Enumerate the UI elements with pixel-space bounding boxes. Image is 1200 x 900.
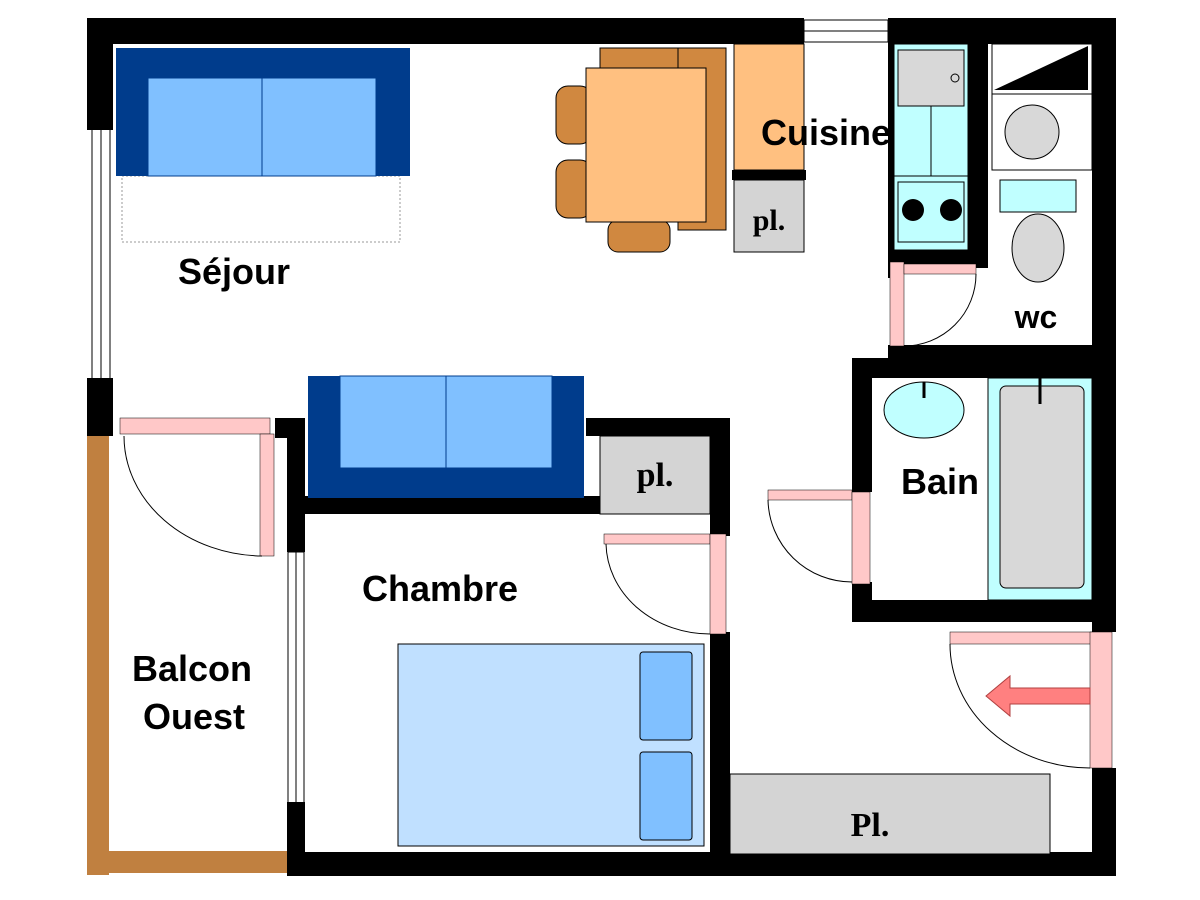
bath-fixtures xyxy=(883,377,1093,601)
room-label-chambre: Chambre xyxy=(362,568,518,609)
room-label-wc: wc xyxy=(1014,299,1058,335)
storage-entry xyxy=(729,773,1051,855)
room-label-balcon-line2: Ouest xyxy=(143,696,245,737)
storage-kitchen-label: pl. xyxy=(753,204,786,237)
bathtub-icon xyxy=(999,385,1085,589)
arrow-left-icon xyxy=(985,674,1091,718)
hob-burner-icon xyxy=(940,199,962,221)
wc-fixtures xyxy=(991,43,1093,283)
walls xyxy=(87,18,1116,876)
room-label-sejour: Séjour xyxy=(178,251,290,292)
dining-table xyxy=(555,47,727,253)
storage-bedroom xyxy=(599,435,711,515)
storage-entry-label: Pl. xyxy=(851,807,890,844)
kitchen-counter xyxy=(733,43,805,171)
sofa-sejour xyxy=(116,48,410,243)
kitchen-appliances xyxy=(893,43,969,251)
room-label-bain: Bain xyxy=(901,461,979,502)
sofa-sejour-south xyxy=(308,375,584,498)
room-label-cuisine: Cuisine xyxy=(761,112,891,153)
balcony-rail xyxy=(87,435,109,875)
washing-machine-icon xyxy=(1004,104,1060,160)
pillow xyxy=(639,651,693,741)
bed xyxy=(397,643,705,847)
storage-kitchen xyxy=(733,179,805,253)
doors xyxy=(119,261,1113,769)
hob-burner-icon xyxy=(902,199,924,221)
storage-bedroom-label: pl. xyxy=(637,457,674,494)
toilet-icon xyxy=(1011,213,1065,283)
balcony-rail-bottom xyxy=(87,851,287,873)
pillow xyxy=(639,751,693,841)
room-label-balcon-line1: Balcon xyxy=(132,648,252,689)
